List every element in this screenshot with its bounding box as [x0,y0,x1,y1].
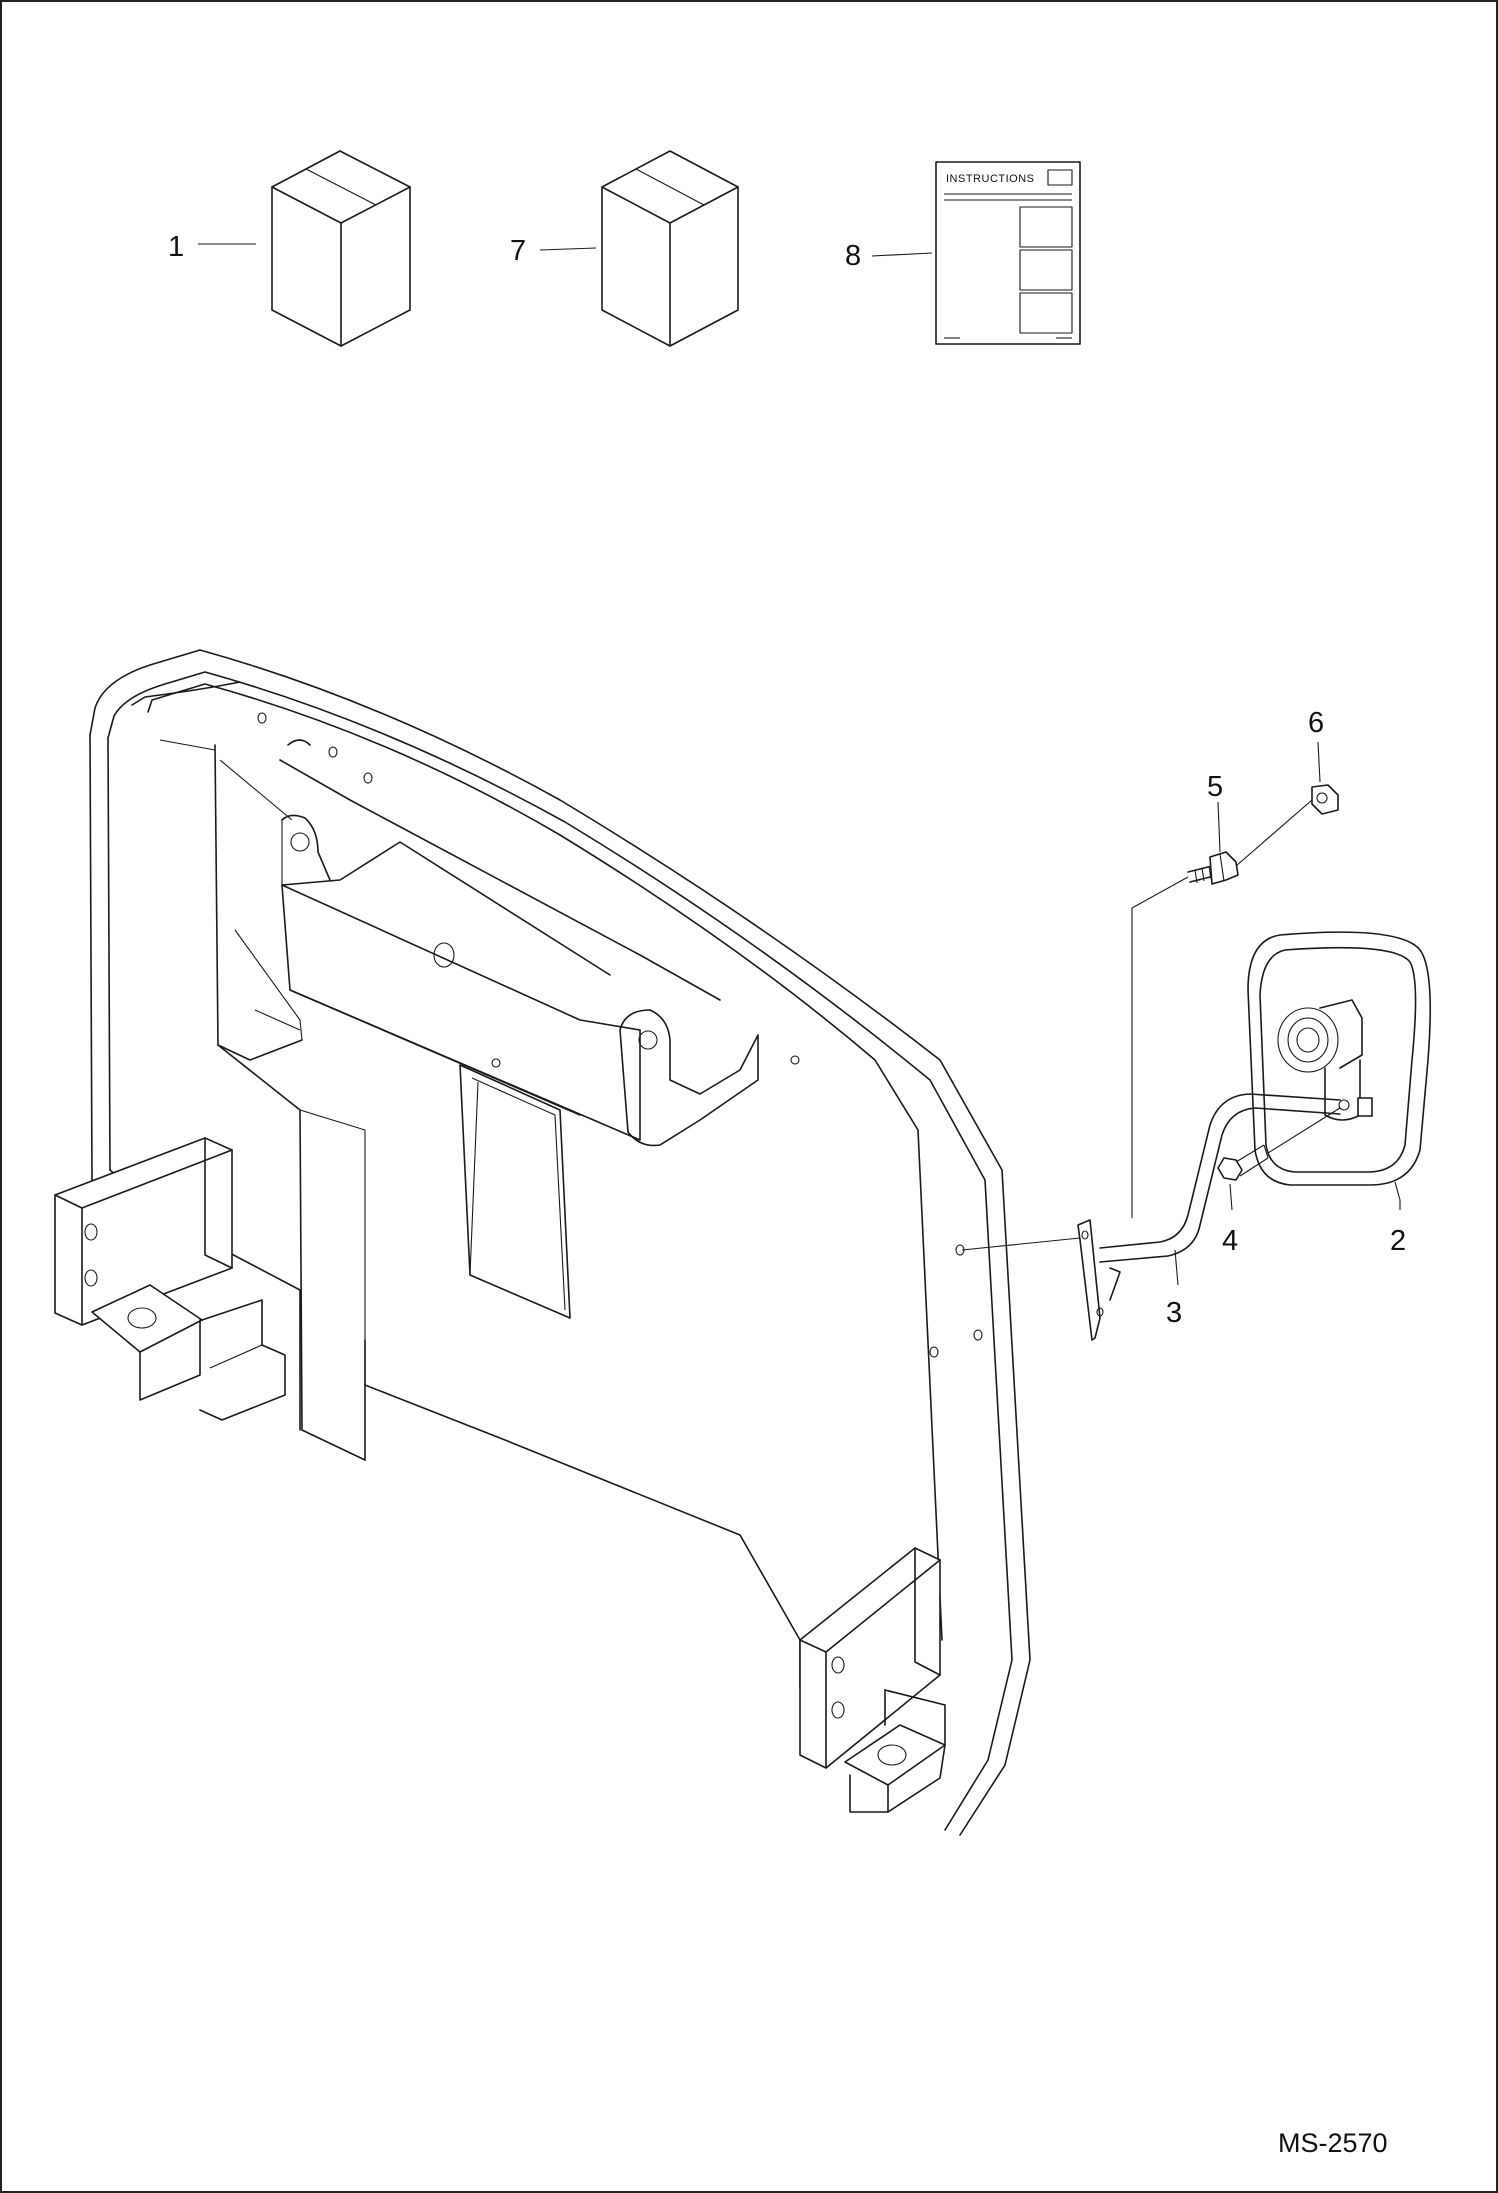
right-mounting-bracket [799,1547,946,1813]
mount-panel [89,649,1031,1836]
callout-8: 8 [845,240,861,272]
kit-box-1 [271,150,411,347]
mirror-arm-3 [1077,1093,1341,1341]
callout-2: 2 [1390,1225,1406,1257]
stud-5 [1187,851,1239,885]
mirror-head-2 [1247,931,1431,1186]
assembly-lines [961,799,1341,1251]
figure-code: MS-2570 [1278,2128,1388,2158]
callout-7: 7 [510,235,526,267]
callout-4: 4 [1222,1225,1238,1257]
callout-1: 1 [168,231,184,263]
nut-6 [1311,784,1339,815]
left-mounting-bracket [54,1137,286,1421]
callout-5: 5 [1207,771,1223,803]
callout-6: 6 [1308,707,1324,739]
instruction-sheet: INSTRUCTIONS [935,161,1081,345]
bolt-4 [1217,1144,1269,1181]
callout-3: 3 [1166,1297,1182,1329]
leader-lines [198,243,1401,1286]
instruction-sheet-title: INSTRUCTIONS [946,173,1035,185]
kit-box-7 [601,150,739,347]
